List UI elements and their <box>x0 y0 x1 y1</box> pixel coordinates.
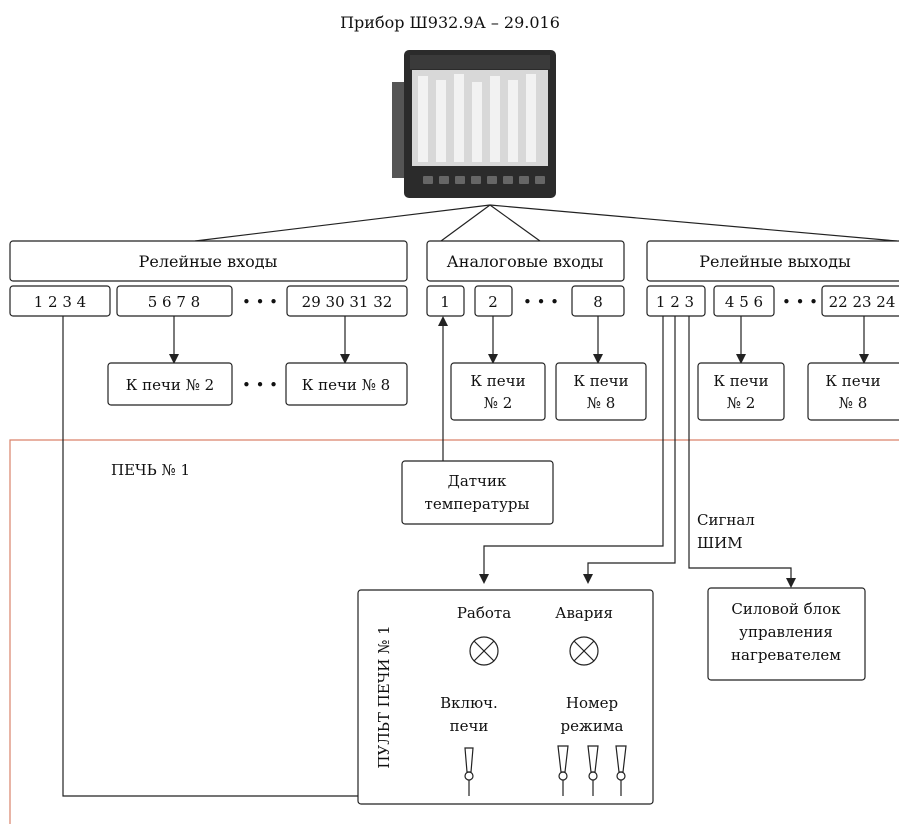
ellipsis-ai: • • • <box>523 293 559 311</box>
to-furnace-8-ri: К печи № 8 <box>302 376 390 394</box>
ellipsis-ri: • • • <box>242 293 278 311</box>
to-furnace-ai8-num: № 8 <box>587 394 616 412</box>
toggle-switch-icon <box>557 745 569 796</box>
device-title: Прибор Ш932.9А – 29.016 <box>340 13 560 32</box>
ellipsis-ro: • • • <box>782 293 818 311</box>
to-furnace-ro2-num: № 2 <box>727 394 756 412</box>
terminal-ri-3: 29 30 31 32 <box>302 293 393 311</box>
panel-work-label: Работа <box>457 604 511 622</box>
terminal-ro-3: 22 23 24 <box>829 293 896 311</box>
to-furnace-ai2-word: К печи <box>470 372 525 390</box>
to-furnace-ro2-word: К печи <box>713 372 768 390</box>
indicator-lamp-icon <box>469 636 499 666</box>
group-relay-inputs: Релейные входы <box>9 240 408 282</box>
terminal-ro-1: 1 2 3 <box>656 293 694 311</box>
group-analog-inputs: Аналоговые входы <box>426 240 625 282</box>
temperature-sensor: Датчик температуры <box>401 460 554 525</box>
terminal-ai-3: 8 <box>593 293 603 311</box>
terminal-row: 1 2 3 4 5 6 7 8 • • • 29 30 31 32 1 2 • … <box>9 285 899 317</box>
sensor-line2: температуры <box>425 495 530 513</box>
toggle-switch-icon <box>615 745 627 796</box>
terminal-ai-1: 1 <box>440 293 450 311</box>
panel-enable-line1: Включ. <box>440 694 498 712</box>
power-line1: Силовой блок <box>731 600 841 618</box>
terminal-ro-2: 4 5 6 <box>725 293 763 311</box>
terminal-ai-2: 2 <box>488 293 498 311</box>
to-furnace-ro8-num: № 8 <box>839 394 868 412</box>
to-other-furnace-arrows <box>169 316 869 364</box>
to-furnace-ai2-num: № 2 <box>484 394 513 412</box>
power-line3: нагревателем <box>731 646 841 664</box>
sensor-line1: Датчик <box>448 472 507 490</box>
power-block: Силовой блок управления нагревателем <box>707 587 866 681</box>
recorder-device-image <box>392 50 556 198</box>
device-fanout-lines <box>194 204 898 242</box>
furnace-zone-border <box>9 439 899 824</box>
pwm-line2: ШИМ <box>697 534 743 552</box>
relay-outputs-label: Релейные выходы <box>699 252 851 271</box>
to-furnace-2-ri: К печи № 2 <box>126 376 214 394</box>
to-furnace-ai8-word: К печи <box>573 372 628 390</box>
power-line2: управления <box>739 623 833 641</box>
to-furnace-ro8-word: К печи <box>825 372 880 390</box>
panel-title: ПУЛЬТ ПЕЧИ № 1 <box>375 625 393 768</box>
toggle-switch-icon <box>464 747 474 796</box>
terminal-ri-1: 1 2 3 4 <box>34 293 86 311</box>
relay-output-wires <box>479 316 796 588</box>
toggle-switch-icon <box>587 745 599 796</box>
furnace-zone-label: ПЕЧЬ № 1 <box>111 461 190 479</box>
relay-inputs-label: Релейные входы <box>139 252 278 271</box>
analog-inputs-label: Аналоговые входы <box>447 252 604 271</box>
ellipsis-furnace: • • • <box>242 376 278 394</box>
group-relay-outputs: Релейные выходы <box>646 240 899 282</box>
pwm-line1: Сигнал <box>697 511 755 529</box>
panel-enable-line2: печи <box>450 717 489 735</box>
panel-mode-line1: Номер <box>566 694 618 712</box>
indicator-lamp-icon <box>569 636 599 666</box>
panel-alarm-label: Авария <box>555 604 613 622</box>
terminal-ri-2: 5 6 7 8 <box>148 293 200 311</box>
other-furnace-boxes: К печи № 2 • • • К печи № 8 К печи № 2 К… <box>107 362 899 421</box>
control-panel: ПУЛЬТ ПЕЧИ № 1 Работа Авария Включ. печи… <box>357 589 654 805</box>
panel-mode-line2: режима <box>561 717 624 735</box>
